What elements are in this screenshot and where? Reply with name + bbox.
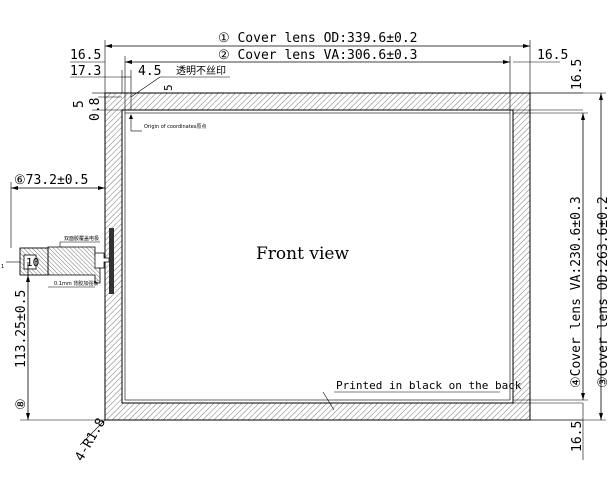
va-height-label: ④Cover lens VA:230.6±0.3 (569, 196, 584, 388)
small-5-vertical: 5 (162, 84, 175, 91)
bottom-margin-dims: 16.5 (513, 402, 585, 460)
left-5-label: 5 (72, 100, 87, 108)
od-width-dimension: ① Cover lens OD:339.6±0.2 (104, 31, 531, 93)
printed-black-label: Printed in black on the back (336, 379, 522, 392)
fpc-width-label: ⑥73.2±0.5 (14, 173, 88, 188)
bottom-margin-v-label: 16.5 (570, 421, 585, 452)
fpc-left-label: 1 (1, 264, 4, 270)
fpc-note-2: 0.1mm 背胶加强板 (54, 280, 98, 287)
od-width-label: ① Cover lens OD:339.6±0.2 (218, 31, 418, 46)
fpc-box-label: 10 (26, 256, 39, 269)
corner-radius-label: 4-R1.8 (72, 416, 108, 464)
va-height-dimension: ④Cover lens VA:230.6±0.3 (513, 112, 588, 401)
small-45-label: 4.5 (138, 64, 161, 79)
fpc-note-1: 双面胶覆盖电极 (64, 235, 99, 242)
fpc-width-dimension: ⑥73.2±0.5 (10, 173, 105, 248)
front-view-title: Front view (256, 244, 349, 264)
fpc-tail: 10 1 双面胶覆盖电极 0.1mm 背胶加强板 (1, 228, 114, 294)
cover-lens-outline (104, 92, 531, 421)
od-height-label: ③Cover lens OD:263.6±0.2 (596, 196, 611, 388)
left-margin-dims: 16.5 17.3 4.5 透明不丝印 5 (70, 48, 230, 110)
printed-black-note: Printed in black on the back (322, 379, 522, 411)
fpc-offset-marker: ⑧ (14, 398, 29, 410)
fpc-offset-dimension: 113.25±0.5 ⑧ (14, 262, 105, 421)
right-margin-label: 16.5 (537, 48, 568, 63)
left-margin-2-label: 17.3 (70, 64, 101, 79)
right-margin-v-label: 16.5 (570, 59, 585, 90)
va-width-dimension: ② Cover lens VA:306.6±0.3 (124, 48, 511, 113)
od-height-dimension: ③Cover lens OD:263.6±0.2 (530, 92, 611, 421)
va-width-label: ② Cover lens VA:306.6±0.3 (218, 48, 418, 63)
fpc-offset-label: 113.25±0.5 (14, 290, 29, 368)
right-margin-dims: 16.5 16.5 (513, 48, 585, 111)
left-vertical-small-dims: 5 0.8 (72, 92, 122, 121)
origin-marker: Origin of coordinates原点 (129, 114, 206, 132)
left-08-label: 0.8 (88, 98, 103, 121)
corner-radius-callout: 4-R1.8 (72, 416, 108, 464)
transparent-note: 透明不丝印 (176, 65, 226, 77)
left-margin-label: 16.5 (70, 48, 101, 63)
origin-label: Origin of coordinates原点 (144, 124, 206, 130)
